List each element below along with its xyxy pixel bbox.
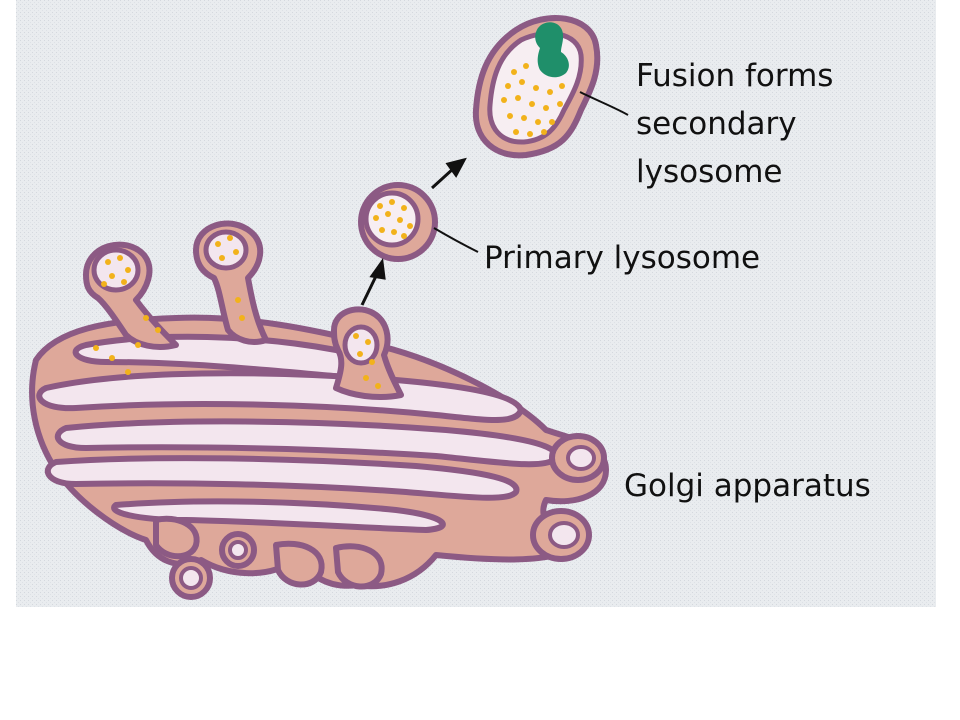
arrow-primary-to-secondary xyxy=(430,166,456,190)
tubule-end-lower-lumen xyxy=(548,521,580,549)
small-vesicle-2-lumen xyxy=(179,566,203,590)
primary-lysosome-granules xyxy=(373,199,413,239)
label-fusion-line3: lysosome xyxy=(636,154,782,190)
leader-lines xyxy=(433,91,629,253)
budding-vesicle-middle-lumen xyxy=(203,229,249,271)
cisterna-3 xyxy=(54,418,560,468)
secondary-lysosome-granules xyxy=(501,63,565,137)
golgi-fragment-2 xyxy=(273,540,325,588)
label-fusion-line2: secondary xyxy=(636,106,797,142)
label-primary-lysosome: Primary lysosome xyxy=(484,240,760,276)
arrowhead-golgi-to-primary xyxy=(369,258,386,280)
engulfed-material xyxy=(535,22,569,78)
label-golgi-apparatus: Golgi apparatus xyxy=(624,468,871,504)
golgi-enzyme-granules xyxy=(93,235,381,389)
golgi-apparatus xyxy=(29,220,609,600)
primary-lysosome xyxy=(358,182,438,262)
golgi-fragment-1 xyxy=(153,515,200,560)
golgi-lysosome-diagram: Fusion forms secondary lysosome Primary … xyxy=(16,0,936,607)
transport-arrows xyxy=(360,157,467,306)
leader-primary-lysosome xyxy=(433,227,479,253)
budding-vesicle-left-lumen xyxy=(91,247,141,293)
arrowhead-primary-to-secondary xyxy=(445,157,467,178)
cisterna-2 xyxy=(36,370,524,423)
cisterna-4 xyxy=(44,455,520,501)
secondary-lysosome xyxy=(472,15,601,159)
small-vesicle-1-lumen xyxy=(228,540,248,560)
label-fusion-line1: Fusion forms xyxy=(636,58,833,94)
budding-vesicle-right-lumen xyxy=(342,324,380,366)
leader-secondary-lysosome xyxy=(579,91,629,116)
tubule-end-upper-lumen xyxy=(566,445,596,471)
golgi-fragment-3 xyxy=(333,543,385,590)
